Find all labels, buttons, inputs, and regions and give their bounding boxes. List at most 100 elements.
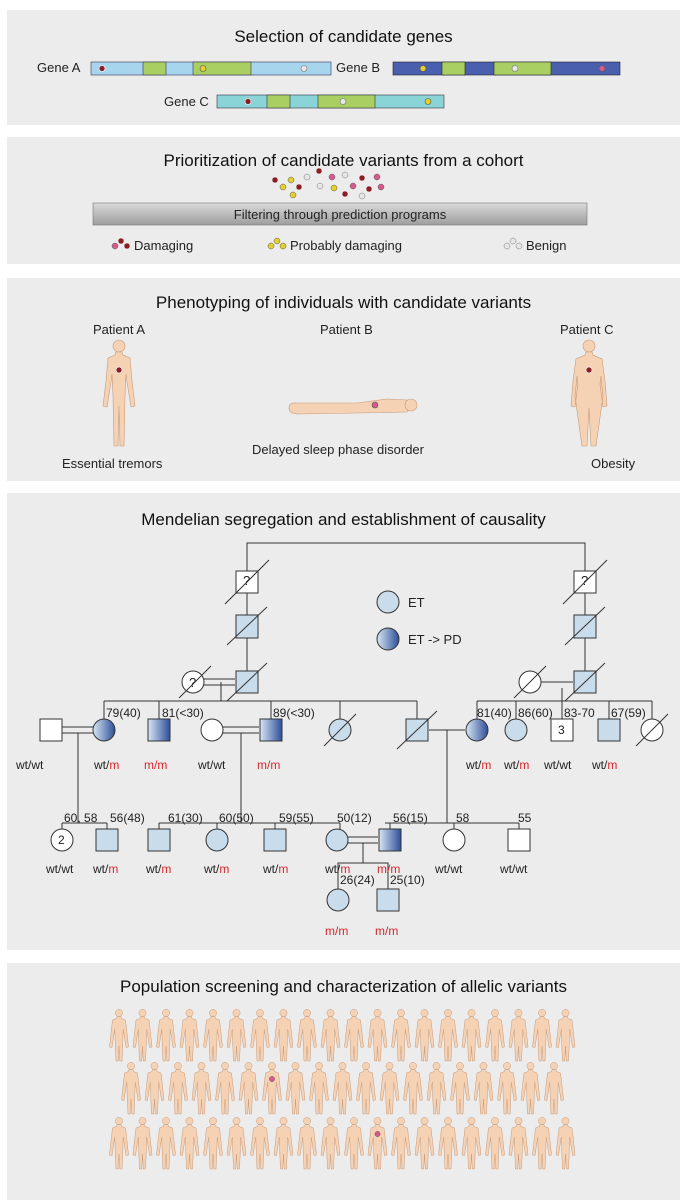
legend-etpd-symbol [376, 627, 400, 651]
genotype-label: wt/m [325, 862, 351, 876]
population-person-figure [156, 1009, 176, 1062]
legend-et-label: ET [408, 595, 425, 610]
age-label: 60, 58 [64, 811, 98, 825]
population-person-figure [555, 1009, 576, 1062]
population-person-figure [109, 1117, 129, 1170]
legend-probably-damaging: Probably damaging [290, 238, 403, 253]
unknown-mark-gen2: ? [189, 675, 197, 690]
age-label: 59(55) [279, 811, 314, 825]
filter-bar [92, 202, 588, 226]
population-person-figure [179, 1009, 200, 1062]
gene-b-bar [392, 61, 621, 76]
age-label: 61(30) [168, 811, 203, 825]
population-person-figure [414, 1117, 435, 1170]
population-person-figure [309, 1062, 329, 1115]
patient-c-figure [570, 339, 608, 447]
population-person-figure [450, 1062, 470, 1115]
population-person-figure [320, 1009, 341, 1062]
population-person-figure [238, 1062, 259, 1115]
pedigree-gen4-male-59 [263, 828, 287, 852]
pedigree-gen5-male-25 [376, 888, 400, 912]
population-crowd-graphic [109, 1009, 576, 1170]
population-person-figure [367, 1117, 388, 1170]
population-person-figure [156, 1117, 176, 1170]
population-person-figure [391, 1009, 411, 1062]
population-person-figure [121, 1062, 141, 1115]
age-label: 79(40) [106, 706, 141, 720]
genotype-label: wt/m [94, 758, 120, 772]
patient-b-figure [288, 398, 418, 415]
legend-damaging: Damaging [134, 238, 194, 253]
population-person-figure [508, 1009, 529, 1062]
genotype-label: m/m [257, 758, 281, 772]
age-label: 81(40) [477, 706, 512, 720]
panel-title-genes: Selection of candidate genes [234, 27, 453, 46]
age-label: 25(10) [390, 873, 425, 887]
population-person-figure [532, 1117, 552, 1170]
pedigree-top-right-unknown [562, 559, 608, 605]
age-label: 89(<30) [273, 706, 315, 720]
gene-c-bar [216, 94, 445, 109]
pedigree-gen3-spouse-female [200, 718, 224, 742]
genotype-label: wt/m [93, 862, 119, 876]
population-person-figure [367, 1009, 388, 1062]
population-person-figure [203, 1117, 223, 1170]
population-person-figure [215, 1062, 235, 1115]
age-label: 86(60) [518, 706, 553, 720]
population-person-figure [555, 1117, 576, 1170]
patient-a-figure [102, 339, 136, 447]
age-label: 81(<30) [162, 706, 204, 720]
genotype-label: m/m [144, 758, 168, 772]
population-person-figure [226, 1009, 247, 1062]
population-person-figure [320, 1117, 341, 1170]
genotype-label: wt/m [204, 862, 230, 876]
genotype-label: wt/wt [16, 758, 44, 772]
population-person-figure [285, 1062, 306, 1115]
population-person-figure [226, 1117, 247, 1170]
population-person-figure [497, 1062, 517, 1115]
population-person-figure [461, 1117, 482, 1170]
population-person-figure [297, 1117, 317, 1170]
pedigree-gen3-female-79 [92, 718, 116, 742]
sibling-count-3: 3 [558, 723, 565, 737]
population-person-figure [438, 1117, 458, 1170]
population-person-figure [297, 1009, 317, 1062]
population-person-figure [250, 1117, 270, 1170]
genotype-label: wt/wt [544, 758, 572, 772]
pedigree-gen3-male-group-3 [550, 718, 574, 742]
population-person-figure [391, 1117, 411, 1170]
pedigree-gen4-male-56 [95, 828, 119, 852]
population-person-figure [485, 1009, 505, 1062]
gene-bars-graphic [90, 61, 621, 109]
age-label: 56(48) [110, 811, 145, 825]
patient-c-label: Patient C [560, 322, 614, 337]
panel-title-segregation: Mendelian segregation and establishment … [141, 510, 546, 529]
population-person-figure [532, 1009, 552, 1062]
pedigree-top-left-unknown [224, 559, 270, 605]
pedigree-gen2-unknown-female [181, 670, 205, 694]
population-person-figure [191, 1062, 212, 1115]
pedigree-chart [39, 542, 669, 912]
variant-carrier-marker [374, 1131, 381, 1137]
population-person-figure [344, 1117, 364, 1170]
population-person-figure [168, 1062, 188, 1115]
variant-dots-graphic [92, 167, 588, 250]
population-person-figure [344, 1009, 364, 1062]
population-person-figure [356, 1062, 376, 1115]
patient-b-label: Patient B [320, 322, 373, 337]
gene-c-label: Gene C [164, 94, 209, 109]
sibling-count-2: 2 [58, 833, 65, 847]
patients-graphic [102, 339, 608, 447]
pedigree-gen3-spouse-male [39, 718, 63, 742]
pedigree-gen4-female-50 [325, 828, 349, 852]
genotype-label: wt/m [504, 758, 530, 772]
gene-b-label: Gene B [336, 60, 381, 75]
population-person-figure [132, 1009, 153, 1062]
unknown-mark-top-right: ? [581, 573, 589, 588]
damaging-legend-icon [111, 237, 131, 250]
gene-a-label: Gene A [37, 60, 81, 75]
filter-bar-label: Filtering through prediction programs [233, 207, 447, 222]
genotype-label: wt/m [263, 862, 289, 876]
pedigree-gen3-female-81 [465, 718, 489, 742]
pedigree-gen4-female-group-2 [50, 828, 74, 852]
